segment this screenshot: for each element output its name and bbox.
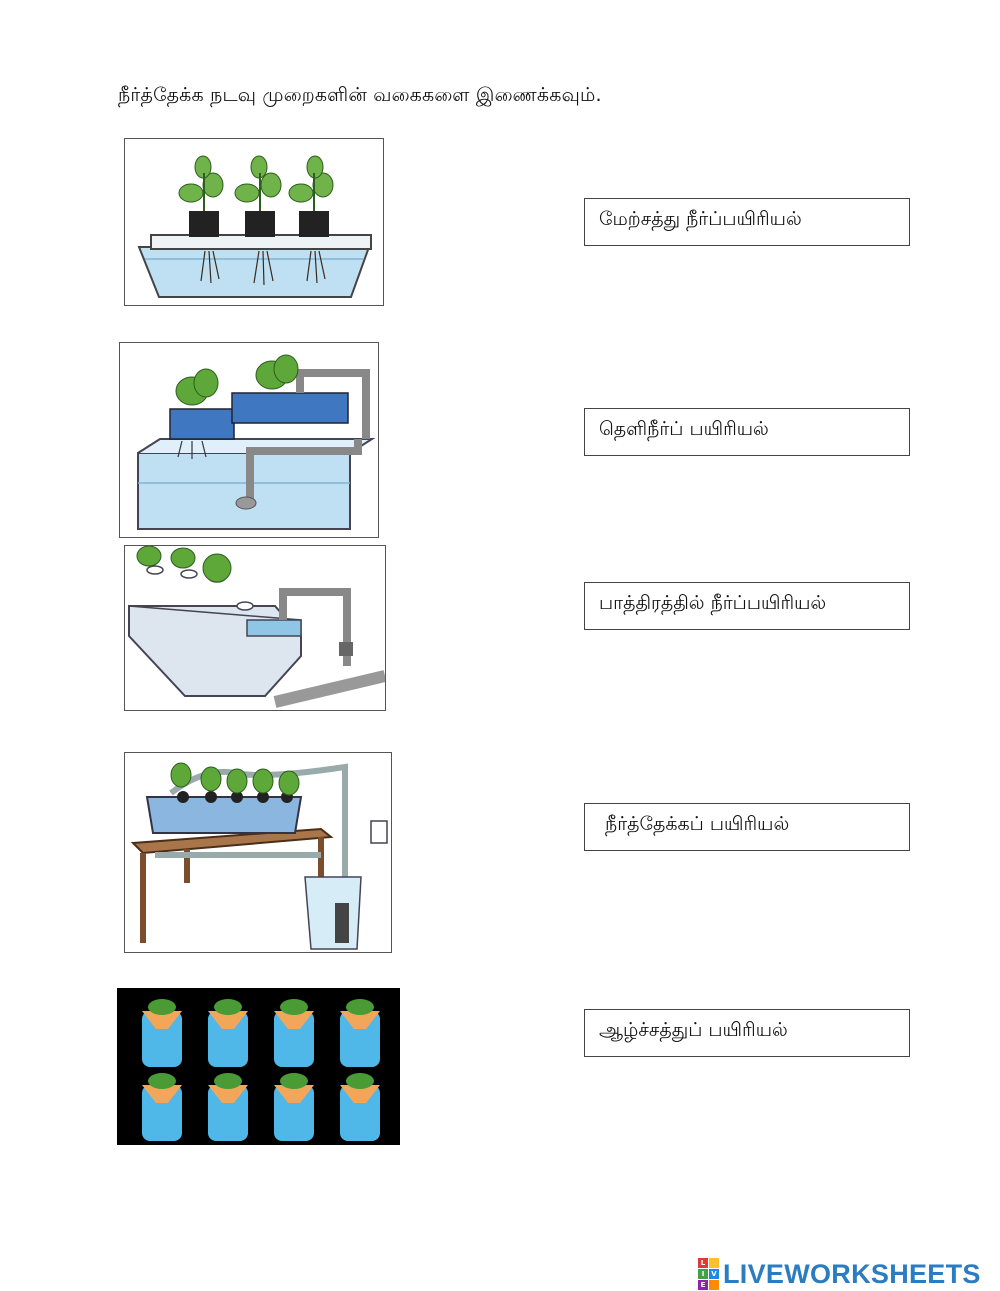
floating-raft-hydroponics-icon	[137, 155, 372, 298]
wick-system-picture	[124, 138, 384, 306]
ebb-flow-picture	[119, 342, 379, 538]
table-system-picture	[124, 752, 392, 953]
ebb-and-flow-hydroponics-icon	[137, 354, 376, 530]
answer-box-5[interactable]: ஆழ்ச்சத்துப் பயிரியல்	[584, 1009, 910, 1057]
nft-channel-picture	[124, 545, 386, 711]
logo-cube-icon: L I V E	[698, 1258, 719, 1290]
answer-box-4[interactable]: நீர்த்தேக்கப் பயிரியல்	[584, 803, 910, 851]
answer-box-2[interactable]: தெளிநீர்ப் பயிரியல்	[584, 408, 910, 456]
instruction-text: நீர்த்தேக்க நடவு முறைகளின் வகைகளை இணைக்க…	[118, 84, 602, 106]
liveworksheets-logo: L I V E LIVEWORKSHEETS	[698, 1258, 981, 1290]
bottle-wick-hydroponics-icon	[142, 999, 380, 1141]
answer-box-1[interactable]: மேற்சத்து நீர்ப்பயிரியல்	[584, 198, 910, 246]
logo-text: LIVEWORKSHEETS	[723, 1258, 981, 1289]
nutrient-film-hydroponics-icon	[128, 546, 385, 708]
bottle-system-picture	[117, 988, 400, 1145]
drip-table-hydroponics-icon	[130, 762, 388, 950]
answer-box-3[interactable]: பாத்திரத்தில் நீர்ப்பயிரியல்	[584, 582, 910, 630]
